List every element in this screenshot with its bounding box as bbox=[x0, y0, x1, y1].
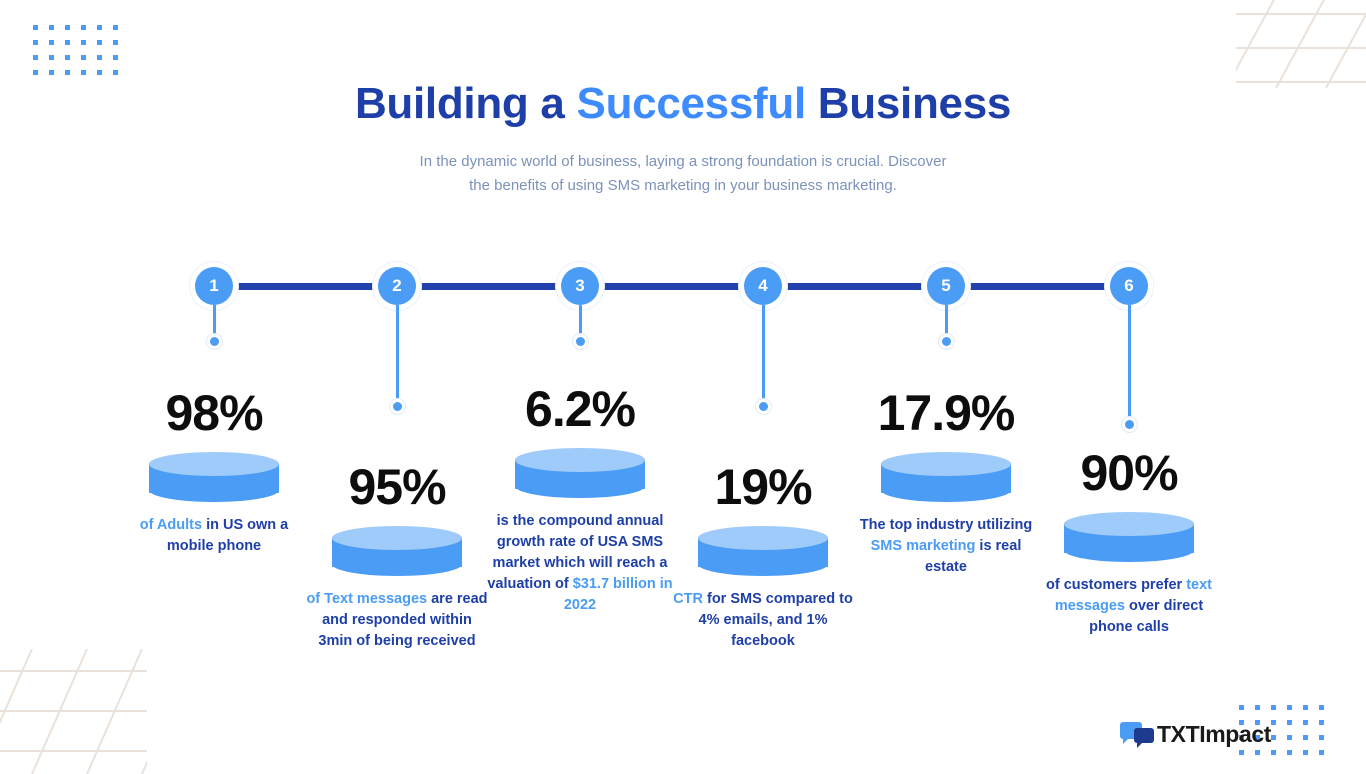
timeline-track bbox=[214, 283, 1129, 290]
page-subtitle-line2: the benefits of using SMS marketing in y… bbox=[469, 176, 897, 194]
cylinder-graphic bbox=[332, 526, 462, 576]
stat-description-highlight: of Text messages bbox=[306, 591, 432, 607]
timeline-node-label: 4 bbox=[758, 276, 768, 295]
stat-block-1: 98% of Adults in US own a mobile phone bbox=[121, 388, 307, 557]
stat-block-4: 19% CTR for SMS compared to 4% emails, a… bbox=[670, 462, 856, 652]
stat-description: of Adults in US own a mobile phone bbox=[121, 515, 307, 557]
stat-description-text: over direct phone calls bbox=[1089, 598, 1204, 636]
stat-description-text: are read and responded within 3min of be… bbox=[318, 591, 488, 650]
stat-description-text: for SMS compared to 4% emails, and 1% fa… bbox=[698, 591, 853, 650]
stat-description-text: of customers prefer bbox=[1045, 577, 1187, 593]
stat-block-5: 17.9% The top industry utilizing SMS mar… bbox=[853, 388, 1039, 578]
timeline-node-label: 6 bbox=[1124, 276, 1134, 295]
timeline-enddot-2 bbox=[392, 402, 402, 411]
stat-description-text: is real estate bbox=[925, 538, 1022, 576]
stat-description: is the compound annual growth rate of US… bbox=[487, 511, 673, 616]
timeline-enddot-1 bbox=[209, 337, 219, 346]
timeline-node-4[interactable]: 4 bbox=[744, 267, 782, 305]
brand-logo: TXTImpact bbox=[1120, 720, 1271, 748]
timeline-node-2[interactable]: 2 bbox=[378, 267, 416, 305]
stat-block-2: 95% of Text messages are read and respon… bbox=[304, 462, 490, 652]
timeline-stem-1 bbox=[212, 305, 216, 342]
stat-number: 6.2% bbox=[525, 381, 636, 437]
cylinder-graphic bbox=[149, 452, 279, 502]
timeline-enddot-5 bbox=[941, 337, 951, 346]
page-title-part2: Business bbox=[805, 79, 1012, 128]
stat-description-highlight: of Adults bbox=[139, 517, 207, 533]
stat-description: The top industry utilizing SMS marketing… bbox=[853, 515, 1039, 578]
stat-number: 17.9% bbox=[877, 385, 1016, 441]
timeline-node-label: 5 bbox=[941, 276, 951, 295]
stat-description-text: is the compound annual growth rate of US… bbox=[487, 513, 668, 593]
chat-bubble-icon bbox=[1120, 720, 1155, 748]
stat-description-text: The top industry utilizing bbox=[859, 517, 1033, 533]
lattice-decoration-bottom-left bbox=[0, 649, 147, 774]
cylinder-graphic bbox=[698, 526, 828, 576]
stat-description: CTR for SMS compared to 4% emails, and 1… bbox=[670, 589, 856, 652]
stat-description-highlight: $31.7 billion in 2022 bbox=[563, 576, 673, 614]
lattice-decoration-top-right bbox=[1236, 0, 1366, 88]
dot-grid-bottom-right bbox=[1239, 705, 1324, 755]
stat-block-6: 90% of customers prefer text messages ov… bbox=[1036, 448, 1222, 638]
dot-grid-top-left bbox=[33, 25, 118, 75]
stat-number: 90% bbox=[1080, 445, 1178, 501]
timeline-stem-3 bbox=[578, 305, 582, 342]
stat-block-3: 6.2% is the compound annual growth rate … bbox=[487, 384, 673, 616]
timeline-node-6[interactable]: 6 bbox=[1110, 267, 1148, 305]
stat-description-highlight: text messages bbox=[1054, 577, 1212, 615]
page-title-highlight: Successful bbox=[576, 79, 807, 128]
stat-description-highlight: SMS marketing bbox=[870, 538, 980, 555]
page-title: Building a Successful Business bbox=[0, 80, 1366, 128]
stat-number: 98% bbox=[165, 385, 263, 441]
stat-description: of Text messages are read and responded … bbox=[304, 589, 490, 652]
timeline-enddot-3 bbox=[575, 337, 585, 346]
brand-name: TXTImpact bbox=[1157, 720, 1271, 747]
timeline-enddot-6 bbox=[1124, 420, 1134, 429]
stat-description-text: in US own a mobile phone bbox=[166, 517, 289, 555]
timeline-node-label: 1 bbox=[209, 276, 219, 295]
timeline-node-5[interactable]: 5 bbox=[927, 267, 965, 305]
stat-description: of customers prefer text messages over d… bbox=[1036, 575, 1222, 638]
timeline-node-3[interactable]: 3 bbox=[561, 267, 599, 305]
timeline-stem-6 bbox=[1127, 305, 1131, 425]
timeline-stem-5 bbox=[944, 305, 948, 342]
stat-number: 95% bbox=[348, 459, 446, 515]
page-subtitle-line1: In the dynamic world of business, laying… bbox=[419, 152, 947, 170]
timeline-stem-2 bbox=[395, 305, 399, 407]
page-subtitle: In the dynamic world of business, laying… bbox=[0, 150, 1366, 199]
stat-number: 19% bbox=[714, 459, 812, 515]
cylinder-graphic bbox=[1064, 512, 1194, 562]
timeline-stem-4 bbox=[761, 305, 765, 407]
timeline-node-1[interactable]: 1 bbox=[195, 267, 233, 305]
timeline-enddot-4 bbox=[758, 402, 768, 411]
page-title-part1: Building a bbox=[354, 79, 577, 128]
stat-description-highlight: CTR bbox=[673, 591, 707, 607]
page-header: Building a Successful Business In the dy… bbox=[0, 80, 1366, 198]
cylinder-graphic bbox=[515, 448, 645, 498]
cylinder-graphic bbox=[881, 452, 1011, 502]
timeline-node-label: 3 bbox=[575, 276, 585, 295]
timeline-node-label: 2 bbox=[392, 276, 402, 295]
